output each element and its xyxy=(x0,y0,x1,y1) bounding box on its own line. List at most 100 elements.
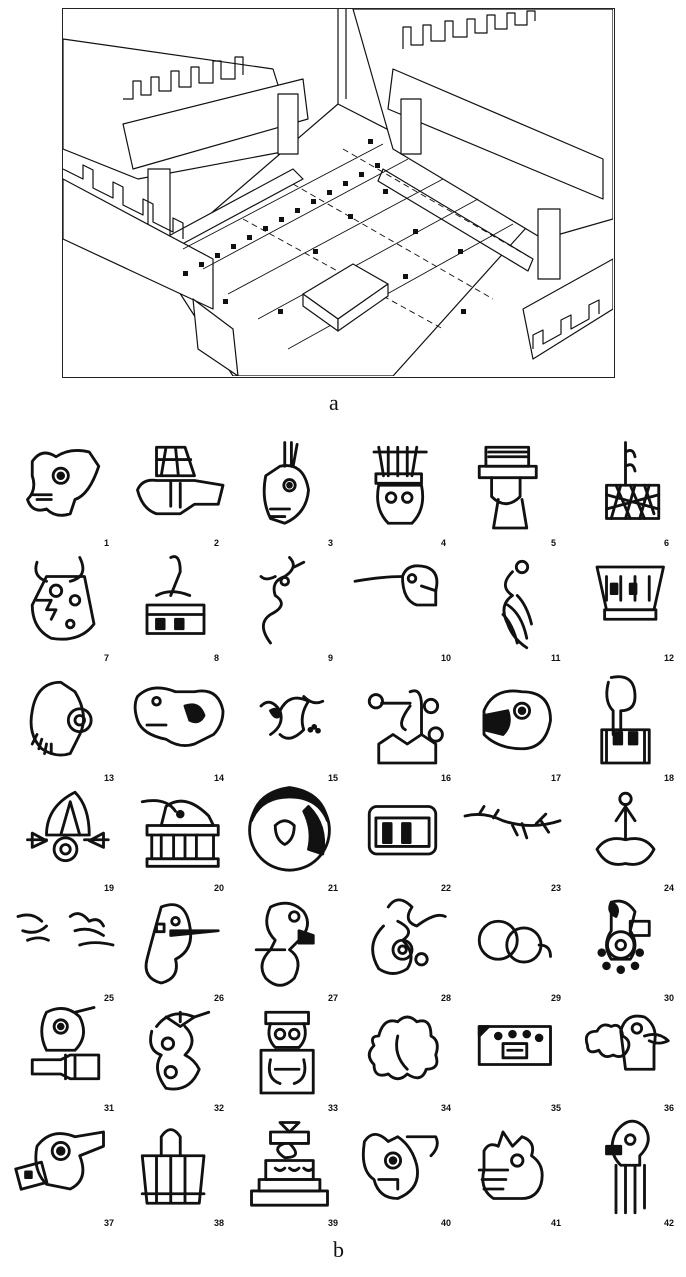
scribble-lines-glyph-icon-drawing xyxy=(16,912,115,947)
glyph-number: 38 xyxy=(214,1218,225,1228)
branch-line-glyph-icon: 23 xyxy=(455,785,565,895)
decorated-panel-glyph-icon: 35 xyxy=(455,1005,565,1115)
glyph-number: 37 xyxy=(104,1218,115,1228)
profile-head-glyph-icon-drawing xyxy=(254,901,315,987)
seated-figure-glyph-icon-drawing xyxy=(259,1010,315,1095)
bird-cloud-glyph-icon: 36 xyxy=(568,1005,678,1115)
stacked-pedestal-glyph-icon-drawing xyxy=(250,1121,329,1207)
glyph-number: 21 xyxy=(328,883,339,893)
net-bag-glyph-icon-drawing xyxy=(605,441,661,520)
bird-cloud-glyph-icon-drawing xyxy=(584,1014,670,1071)
glyph-number: 6 xyxy=(664,538,670,548)
feather-headdress-face-glyph-icon: 4 xyxy=(345,440,455,550)
glyph-number: 25 xyxy=(104,993,115,1003)
serpent-head-glyph-icon: 1 xyxy=(8,440,118,550)
glyph-number: 15 xyxy=(328,773,339,783)
glyph-number: 34 xyxy=(441,1103,452,1113)
glyph-number: 20 xyxy=(214,883,225,893)
glyph-number: 16 xyxy=(441,773,452,783)
horned-monster-glyph-icon-drawing xyxy=(30,556,96,641)
glyph-number: 5 xyxy=(551,538,557,548)
hook-basket-glyph-icon-drawing xyxy=(600,675,651,765)
curl-eye-glyph-icon: 28 xyxy=(345,895,455,1005)
scribble-lines-glyph-icon: 25 xyxy=(8,895,118,1005)
left-structure xyxy=(63,38,309,376)
glyph-number: 36 xyxy=(664,1103,675,1113)
scalloped-shape-glyph-icon-drawing xyxy=(367,1015,439,1081)
glyph-number: 11 xyxy=(551,653,561,663)
floor-markers xyxy=(183,139,466,314)
arch-stand-glyph-icon-drawing xyxy=(140,1128,206,1205)
panel-label-a: a xyxy=(329,390,339,415)
pierced-head-glyph-icon: 26 xyxy=(118,895,228,1005)
glyph-number: 12 xyxy=(664,653,675,663)
glyph-number: 14 xyxy=(214,773,225,783)
vessel-with-feather-glyph-icon-drawing xyxy=(145,555,206,635)
glyph-number: 2 xyxy=(214,538,220,548)
glyph-number: 7 xyxy=(104,653,110,663)
glyph-number: 9 xyxy=(328,653,334,663)
horned-monster-glyph-icon: 7 xyxy=(8,555,118,665)
seated-figure-glyph-icon: 33 xyxy=(232,1005,342,1115)
glyph-number: 32 xyxy=(214,1103,225,1113)
glyph-number: 8 xyxy=(214,653,220,663)
animal-head-glyph-icon-drawing xyxy=(482,689,552,751)
long-legged-figure-glyph-icon-drawing xyxy=(605,1119,650,1215)
glyph-number: 24 xyxy=(664,883,675,893)
serpent-bird-glyph-icon-drawing xyxy=(259,556,306,645)
glyph-number: 29 xyxy=(551,993,562,1003)
branch-line-glyph-icon-drawing xyxy=(463,805,562,840)
block-glyph-icon: 22 xyxy=(345,785,455,895)
anchor-leaf-glyph-icon: 24 xyxy=(568,785,678,895)
bird-on-platform-glyph-icon-drawing xyxy=(140,799,220,868)
vessel-with-feather-glyph-icon: 8 xyxy=(118,555,228,665)
feathered-head-glyph-icon: 32 xyxy=(118,1005,228,1115)
glyph-number: 10 xyxy=(441,653,452,663)
hand-head-glyph-icon: 41 xyxy=(455,1120,565,1230)
horned-face-glyph-icon: 40 xyxy=(345,1120,455,1230)
glyph-number: 40 xyxy=(441,1218,452,1228)
hand-glyph-icon-drawing xyxy=(136,445,225,516)
glyph-number: 23 xyxy=(551,883,562,893)
bird-on-platform-glyph-icon: 20 xyxy=(118,785,228,895)
headdress-eye-glyph-icon: 37 xyxy=(8,1120,118,1230)
ballcourt-drawing xyxy=(62,8,615,378)
curl-eye-glyph-icon-drawing xyxy=(371,898,447,975)
serpent-head-glyph-icon-drawing xyxy=(26,449,101,517)
glyph-number: 33 xyxy=(328,1103,339,1113)
crown-circles-glyph-icon: 16 xyxy=(345,675,455,785)
panel-label-b: b xyxy=(333,1237,344,1262)
glyph-number: 30 xyxy=(664,993,675,1003)
crested-head-beads-glyph-icon-drawing xyxy=(597,899,651,974)
glyph-number: 42 xyxy=(664,1218,675,1228)
hummingbird-glyph-icon: 10 xyxy=(345,555,455,665)
glyph-number: 18 xyxy=(664,773,675,783)
bowl-glyph-icon-drawing xyxy=(595,565,665,621)
hummingbird-glyph-icon-drawing xyxy=(353,564,439,607)
arch-stand-glyph-icon: 38 xyxy=(118,1120,228,1230)
glyph-number: 17 xyxy=(551,773,562,783)
masked-face-glyph-icon: 5 xyxy=(455,440,565,550)
glyph-number: 41 xyxy=(551,1218,562,1228)
skull-plume-glyph-icon-drawing xyxy=(262,441,310,525)
leaf-eye-glyph-icon-drawing xyxy=(26,790,110,863)
bearded-face-glyph-icon: 13 xyxy=(8,675,118,785)
glyph-number: 31 xyxy=(104,1103,115,1113)
block-glyph-icon-drawing xyxy=(367,805,438,856)
dog-glyph-icon-drawing xyxy=(133,686,225,747)
bird-tail-glyph-icon: 11 xyxy=(455,555,565,665)
leaf-eye-glyph-icon: 19 xyxy=(8,785,118,895)
feathered-head-glyph-icon-drawing xyxy=(149,1010,211,1091)
glyph-number: 22 xyxy=(441,883,452,893)
pierced-head-glyph-icon-drawing xyxy=(144,903,220,985)
headdress-eye-glyph-icon-drawing xyxy=(14,1130,105,1191)
double-ring-glyph-icon: 29 xyxy=(455,895,565,1005)
crown-circles-glyph-icon-drawing xyxy=(367,689,444,765)
bearded-face-glyph-icon-drawing xyxy=(29,680,93,757)
glyph-number: 1 xyxy=(104,538,110,548)
glyph-number: 13 xyxy=(104,773,115,783)
double-ring-glyph-icon-drawing xyxy=(477,919,552,964)
moon-skull-glyph-icon-drawing xyxy=(248,786,331,872)
long-legged-figure-glyph-icon: 42 xyxy=(568,1119,678,1230)
head-over-hand-glyph-icon: 31 xyxy=(8,1005,118,1115)
